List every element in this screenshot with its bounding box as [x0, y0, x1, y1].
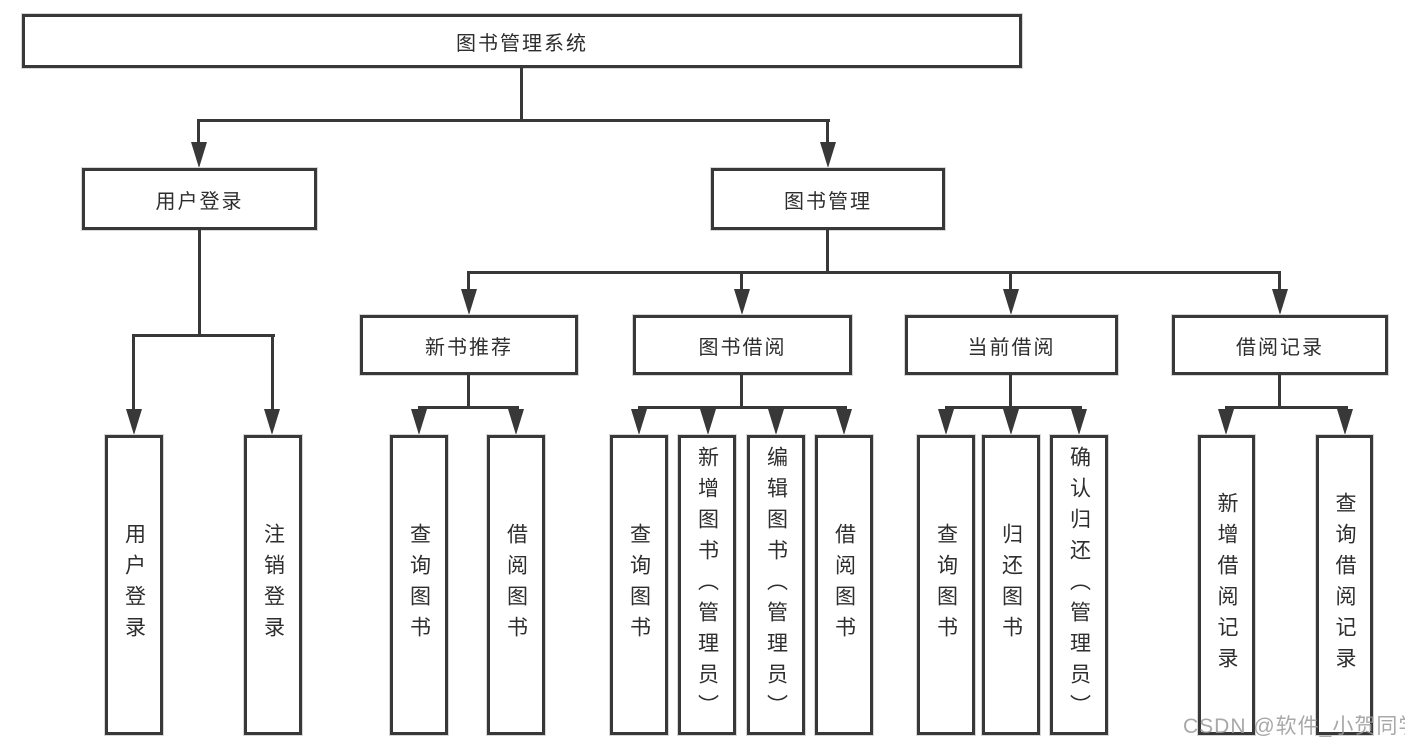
connector-book-management-stem-line [826, 230, 829, 273]
leaf-recommend-borrow-books-label: 借阅图书 [504, 523, 528, 647]
node-user-login-label: 用户登录 [155, 190, 244, 213]
leaf-current-confirm-return: 确认归还（管理员） [1050, 435, 1108, 735]
arrow-to-new-book-recommend-icon [461, 289, 477, 315]
connector-user-login-bus-line [133, 334, 275, 337]
arrow-to-leaf-user-login-icon [126, 409, 142, 435]
leaf-recommend-borrow-books: 借阅图书 [487, 435, 545, 735]
node-borrowing-records: 借阅记录 [1172, 315, 1388, 375]
node-book-management: 图书管理 [711, 168, 945, 230]
leaf-current-confirm-return-label: 确认归还（管理员） [1067, 445, 1091, 725]
arrow-to-leaf-logout-icon [264, 409, 280, 435]
connector-leaf-logout-drop-line [271, 334, 274, 411]
leaf-borrowing-edit-books-label: 编辑图书（管理员） [764, 445, 788, 725]
node-new-book-recommend-label: 新书推荐 [425, 336, 513, 359]
node-book-borrowing: 图书借阅 [633, 315, 852, 375]
leaf-records-add-record: 新增借阅记录 [1198, 435, 1255, 735]
leaf-current-return-books-label: 归还图书 [999, 523, 1023, 647]
connector-user-login-drop-line [197, 119, 200, 144]
connector-root-bus-line [199, 119, 830, 122]
watermark: CSDN @软件_小贺同学 [1183, 715, 1405, 738]
leaf-user-login: 用户登录 [105, 435, 163, 735]
arrow-to-user-login-icon [191, 142, 207, 168]
arrow-to-borrowing-query-icon [631, 409, 647, 435]
arrow-to-recommend-borrow-icon [508, 409, 524, 435]
leaf-records-add-record-label: 新增借阅记录 [1215, 492, 1238, 678]
node-current-borrowing-label: 当前借阅 [967, 336, 1056, 359]
connector-records-drop-line [1278, 271, 1281, 291]
node-borrowing-records-label: 借阅记录 [1236, 336, 1324, 359]
connector-current-drop-line [1009, 271, 1012, 291]
connector-book-management-bus-line [467, 271, 1281, 274]
arrow-to-borrowing-add-icon [700, 409, 716, 435]
node-root-label: 图书管理系统 [456, 32, 588, 55]
leaf-user-login-label: 用户登录 [122, 523, 146, 647]
connector-book-management-drop-line [826, 119, 829, 144]
arrow-to-records-query-icon [1337, 409, 1353, 435]
connector-recommend-stem-line [467, 375, 470, 409]
node-current-borrowing: 当前借阅 [905, 315, 1118, 375]
leaf-logout: 注销登录 [244, 435, 302, 735]
leaf-borrowing-query-books: 查询图书 [610, 435, 668, 735]
arrow-to-records-add-icon [1218, 409, 1234, 435]
node-user-login: 用户登录 [82, 168, 317, 230]
arrow-to-book-borrowing-icon [734, 289, 750, 315]
connector-records-bus-line [1225, 406, 1348, 409]
leaf-current-query-books: 查询图书 [917, 435, 975, 735]
node-book-borrowing-label: 图书借阅 [698, 336, 787, 359]
leaf-records-query-record-label: 查询借阅记录 [1333, 492, 1356, 678]
leaf-recommend-query-books: 查询图书 [390, 435, 448, 735]
node-new-book-recommend: 新书推荐 [360, 315, 578, 375]
connector-user-login-stem-line [198, 230, 201, 336]
connector-recommend-drop-line [467, 271, 470, 291]
arrow-to-current-query-icon [938, 409, 954, 435]
leaf-current-return-books: 归还图书 [982, 435, 1040, 735]
leaf-borrowing-borrow-books: 借阅图书 [815, 435, 873, 735]
leaf-logout-label: 注销登录 [261, 523, 285, 647]
connector-borrowing-bus-line [638, 406, 847, 409]
connector-records-stem-line [1278, 375, 1281, 409]
connector-root-stem-line [520, 68, 523, 121]
leaf-current-query-books-label: 查询图书 [934, 523, 958, 647]
arrow-to-current-borrowing-icon [1003, 289, 1019, 315]
leaf-borrowing-edit-books: 编辑图书（管理员） [747, 435, 805, 735]
arrow-to-recommend-query-icon [411, 409, 427, 435]
node-book-management-label: 图书管理 [784, 190, 872, 213]
leaf-borrowing-query-books-label: 查询图书 [627, 523, 651, 647]
arrow-to-book-management-icon [820, 142, 836, 168]
arrow-to-current-return-icon [1003, 409, 1019, 435]
leaf-borrowing-add-books-label: 新增图书（管理员） [695, 445, 719, 725]
arrow-to-borrowing-edit-icon [768, 409, 784, 435]
connector-leaf-user-login-drop-line [132, 334, 135, 411]
leaf-records-query-record: 查询借阅记录 [1316, 435, 1373, 735]
arrow-to-borrowing-records-icon [1272, 289, 1288, 315]
arrow-to-borrowing-borrow-icon [836, 409, 852, 435]
connector-recommend-bus-line [418, 406, 519, 409]
connector-current-bus-line [945, 406, 1082, 409]
leaf-recommend-query-books-label: 查询图书 [407, 523, 431, 647]
leaf-borrowing-borrow-books-label: 借阅图书 [832, 523, 856, 647]
connector-borrowing-drop-line [740, 271, 743, 291]
arrow-to-current-confirm-icon [1071, 409, 1087, 435]
leaf-borrowing-add-books: 新增图书（管理员） [678, 435, 736, 735]
connector-borrowing-stem-line [740, 375, 743, 409]
connector-current-stem-line [1009, 375, 1012, 409]
node-root: 图书管理系统 [22, 14, 1022, 68]
